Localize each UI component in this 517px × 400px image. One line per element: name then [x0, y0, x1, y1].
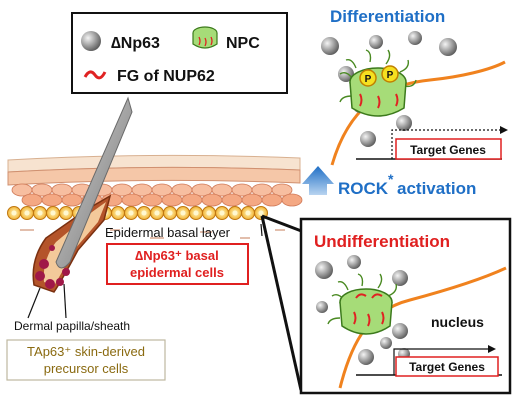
epidermal-cell [21, 193, 43, 207]
precursor-cells-callout: TAp63⁺ skin-derived precursor cells [6, 339, 166, 381]
dnp63-ball [338, 66, 354, 82]
dnp63-ball [380, 337, 392, 349]
nuclear-membrane-bottom [338, 266, 507, 389]
papilla-cell [45, 279, 55, 289]
transcription-arrow [393, 348, 488, 375]
phospho-p-label: P [365, 74, 372, 85]
pointer-line [260, 223, 263, 237]
basal-cell-nucleus [50, 210, 56, 216]
basal-cell-nucleus [154, 210, 160, 216]
epidermal-cell [261, 193, 283, 207]
dnp63-ball-icon [81, 31, 101, 51]
differentiation-panel: Differentiation P P Target Genes [321, 7, 508, 166]
papilla-cell [35, 271, 45, 281]
arrowhead-icon [488, 345, 496, 353]
phospho-p-icon [359, 69, 377, 87]
precursor-line1: TAp63⁺ skin-derived [27, 344, 145, 359]
basal-cells-line2: epidermal cells [130, 265, 224, 280]
undifferentiation-panel: Undifferentiation nucleus Target Genes [299, 217, 512, 395]
papilla-cell [39, 259, 49, 269]
pointer-line [27, 287, 41, 319]
basal-cell-nucleus [141, 210, 147, 216]
dnp63-ball [316, 301, 328, 313]
rock-star: * [388, 171, 394, 187]
arrowhead-icon [500, 126, 508, 134]
epidermal-cell [161, 193, 183, 207]
transcription-arrow [391, 129, 500, 159]
dnp63-ball [392, 270, 408, 286]
dnp63-ball [315, 261, 333, 279]
basal-cell-nucleus [258, 210, 264, 216]
dnp63-ball [396, 115, 412, 131]
epidermal-cell [61, 193, 83, 207]
activation-label: activation [397, 179, 476, 198]
basal-cells-line1: ∆Np63⁺ basal [135, 248, 218, 263]
nuclear-membrane-top [330, 60, 506, 166]
hair-shaft [55, 96, 133, 269]
target-genes-box [395, 356, 499, 377]
dnp63-ball [392, 323, 408, 339]
rock-label: ROCK [338, 179, 389, 198]
epidermal-cell [121, 193, 143, 207]
basal-cell-nucleus [115, 210, 121, 216]
dnp63-ball [408, 31, 422, 45]
legend-npc-label: NPC [226, 35, 260, 52]
phospho-p-icon [381, 65, 399, 83]
fg-squiggle-icon [83, 70, 107, 80]
basal-cell-nucleus [232, 210, 238, 216]
target-genes-label: Target Genes [409, 360, 485, 374]
target-genes-box [395, 138, 502, 160]
epidermal-cell [141, 193, 163, 207]
papilla-cell [62, 268, 70, 276]
basal-cells-callout: ∆Np63⁺ basal epidermal cells [106, 243, 249, 285]
dnp63-ball [347, 255, 361, 269]
basal-cell-nucleus [128, 210, 134, 216]
dermal-papilla-label: Dermal papilla/sheath [14, 319, 130, 333]
papilla-cell [49, 245, 55, 251]
basal-cell-nucleus [63, 210, 69, 216]
undifferentiation-title: Undifferentiation [314, 232, 450, 251]
up-arrow-icon [302, 166, 334, 195]
legend-dnp63-label: ∆Np63 [111, 35, 160, 52]
dnp63-ball [360, 131, 376, 147]
npc-undifferentiation [327, 273, 398, 335]
epidermal-cell [181, 193, 203, 207]
zoom-connector [260, 214, 305, 391]
phospho-p-label: P [387, 70, 394, 81]
papilla-cell [56, 278, 64, 286]
legend-fg-label: FG of NUP62 [117, 68, 215, 85]
rock-activation: ROCK * activation [302, 166, 476, 198]
epidermal-cell [41, 193, 63, 207]
hair-follicle [27, 96, 133, 319]
target-genes-label: Target Genes [410, 143, 486, 157]
basal-cell-nucleus [206, 210, 212, 216]
precursor-line2: precursor cells [44, 361, 129, 376]
epidermal-cell [281, 193, 303, 207]
basal-cell-nucleus [11, 210, 17, 216]
npc-differentiation: P P [339, 49, 417, 117]
dnp63-ball [321, 37, 339, 55]
nucleus-label: nucleus [431, 314, 484, 330]
epidermal-basal-layer-label: Epidermal basal layer [105, 225, 231, 240]
dnp63-ball [358, 349, 374, 365]
pointer-line [63, 283, 67, 319]
basal-cell-nucleus [180, 210, 186, 216]
differentiation-title: Differentiation [330, 7, 445, 26]
npc-icon [192, 26, 218, 49]
basal-cell-nucleus [24, 210, 30, 216]
basal-cell-nucleus [193, 210, 199, 216]
epidermal-cell [201, 193, 223, 207]
basal-cell-nucleus [167, 210, 173, 216]
epidermal-cell [271, 183, 293, 197]
legend-box: ∆Np63 NPC FG of NUP62 [71, 12, 288, 94]
basal-cell-nucleus [37, 210, 43, 216]
basal-cell-nucleus [219, 210, 225, 216]
dnp63-ball [439, 38, 457, 56]
epidermal-cell [221, 193, 243, 207]
dnp63-ball [369, 35, 383, 49]
basal-cell-nucleus [245, 210, 251, 216]
epidermal-cell [241, 193, 263, 207]
